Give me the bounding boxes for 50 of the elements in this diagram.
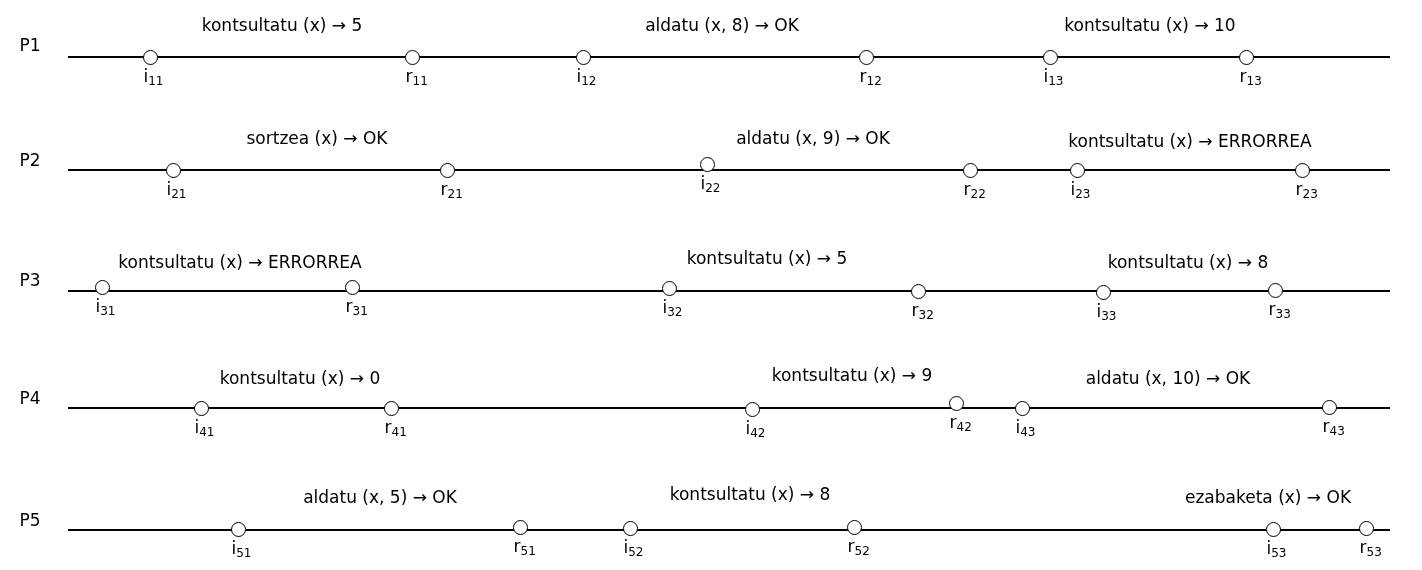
event-label: r$_{42}$ [949, 413, 972, 431]
event-label: i$_{41}$ [194, 418, 215, 436]
operation-label: aldatu (x, 5) → OK [303, 488, 457, 506]
event-label: i$_{42}$ [745, 419, 766, 437]
event-label: r$_{52}$ [847, 537, 870, 555]
event-label: i$_{31}$ [95, 297, 116, 315]
event-label: i$_{32}$ [662, 298, 683, 316]
process-label: P3 [19, 271, 41, 289]
event-label: i$_{53}$ [1266, 539, 1287, 557]
event-label: r$_{51}$ [513, 537, 536, 555]
process-label: P4 [19, 389, 41, 407]
event-label: i$_{23}$ [1070, 180, 1091, 198]
event-label: r$_{33}$ [1268, 300, 1291, 318]
operation-label: aldatu (x, 8) → OK [645, 16, 799, 34]
event-label: r$_{22}$ [963, 180, 986, 198]
event-label: r$_{31}$ [345, 297, 368, 315]
operation-label: kontsultatu (x) → 10 [1064, 16, 1236, 34]
operation-label: kontsultatu (x) → 5 [686, 249, 848, 267]
process-label: P5 [19, 511, 41, 529]
event-label: i$_{12}$ [576, 67, 597, 85]
event-label: r$_{23}$ [1295, 180, 1318, 198]
operation-label: kontsultatu (x) → ERRORREA [118, 253, 362, 271]
operation-label: sortzea (x) → OK [246, 129, 388, 147]
event-label: i$_{43}$ [1015, 418, 1036, 436]
event-label: r$_{41}$ [384, 418, 407, 436]
event-label: r$_{53}$ [1359, 538, 1382, 556]
event-label: i$_{52}$ [623, 538, 644, 556]
event-label: i$_{51}$ [231, 539, 252, 557]
operation-label: kontsultatu (x) → 8 [669, 485, 831, 503]
event-label: i$_{13}$ [1043, 67, 1064, 85]
event-label: r$_{32}$ [911, 301, 934, 319]
operation-label: kontsultatu (x) → ERRORREA [1068, 132, 1312, 150]
event-label: i$_{21}$ [166, 180, 187, 198]
event-label: i$_{22}$ [700, 174, 721, 192]
operation-label: kontsultatu (x) → 0 [219, 369, 381, 387]
event-label: i$_{11}$ [143, 67, 164, 85]
event-label: r$_{43}$ [1322, 417, 1345, 435]
process-label: P1 [19, 36, 41, 54]
event-label: r$_{13}$ [1239, 67, 1262, 85]
operation-label: aldatu (x, 10) → OK [1085, 369, 1251, 387]
operation-label: kontsultatu (x) → 9 [771, 366, 933, 384]
operation-label: ezabaketa (x) → OK [1184, 488, 1352, 506]
event-label: r$_{11}$ [405, 67, 428, 85]
operation-label: aldatu (x, 9) → OK [736, 129, 890, 147]
event-label: i$_{33}$ [1096, 302, 1117, 320]
event-label: r$_{21}$ [440, 180, 463, 198]
process-label: P2 [19, 151, 41, 169]
event-label: r$_{12}$ [859, 67, 882, 85]
operation-label: kontsultatu (x) → 5 [201, 16, 363, 34]
operation-label: kontsultatu (x) → 8 [1107, 253, 1269, 271]
